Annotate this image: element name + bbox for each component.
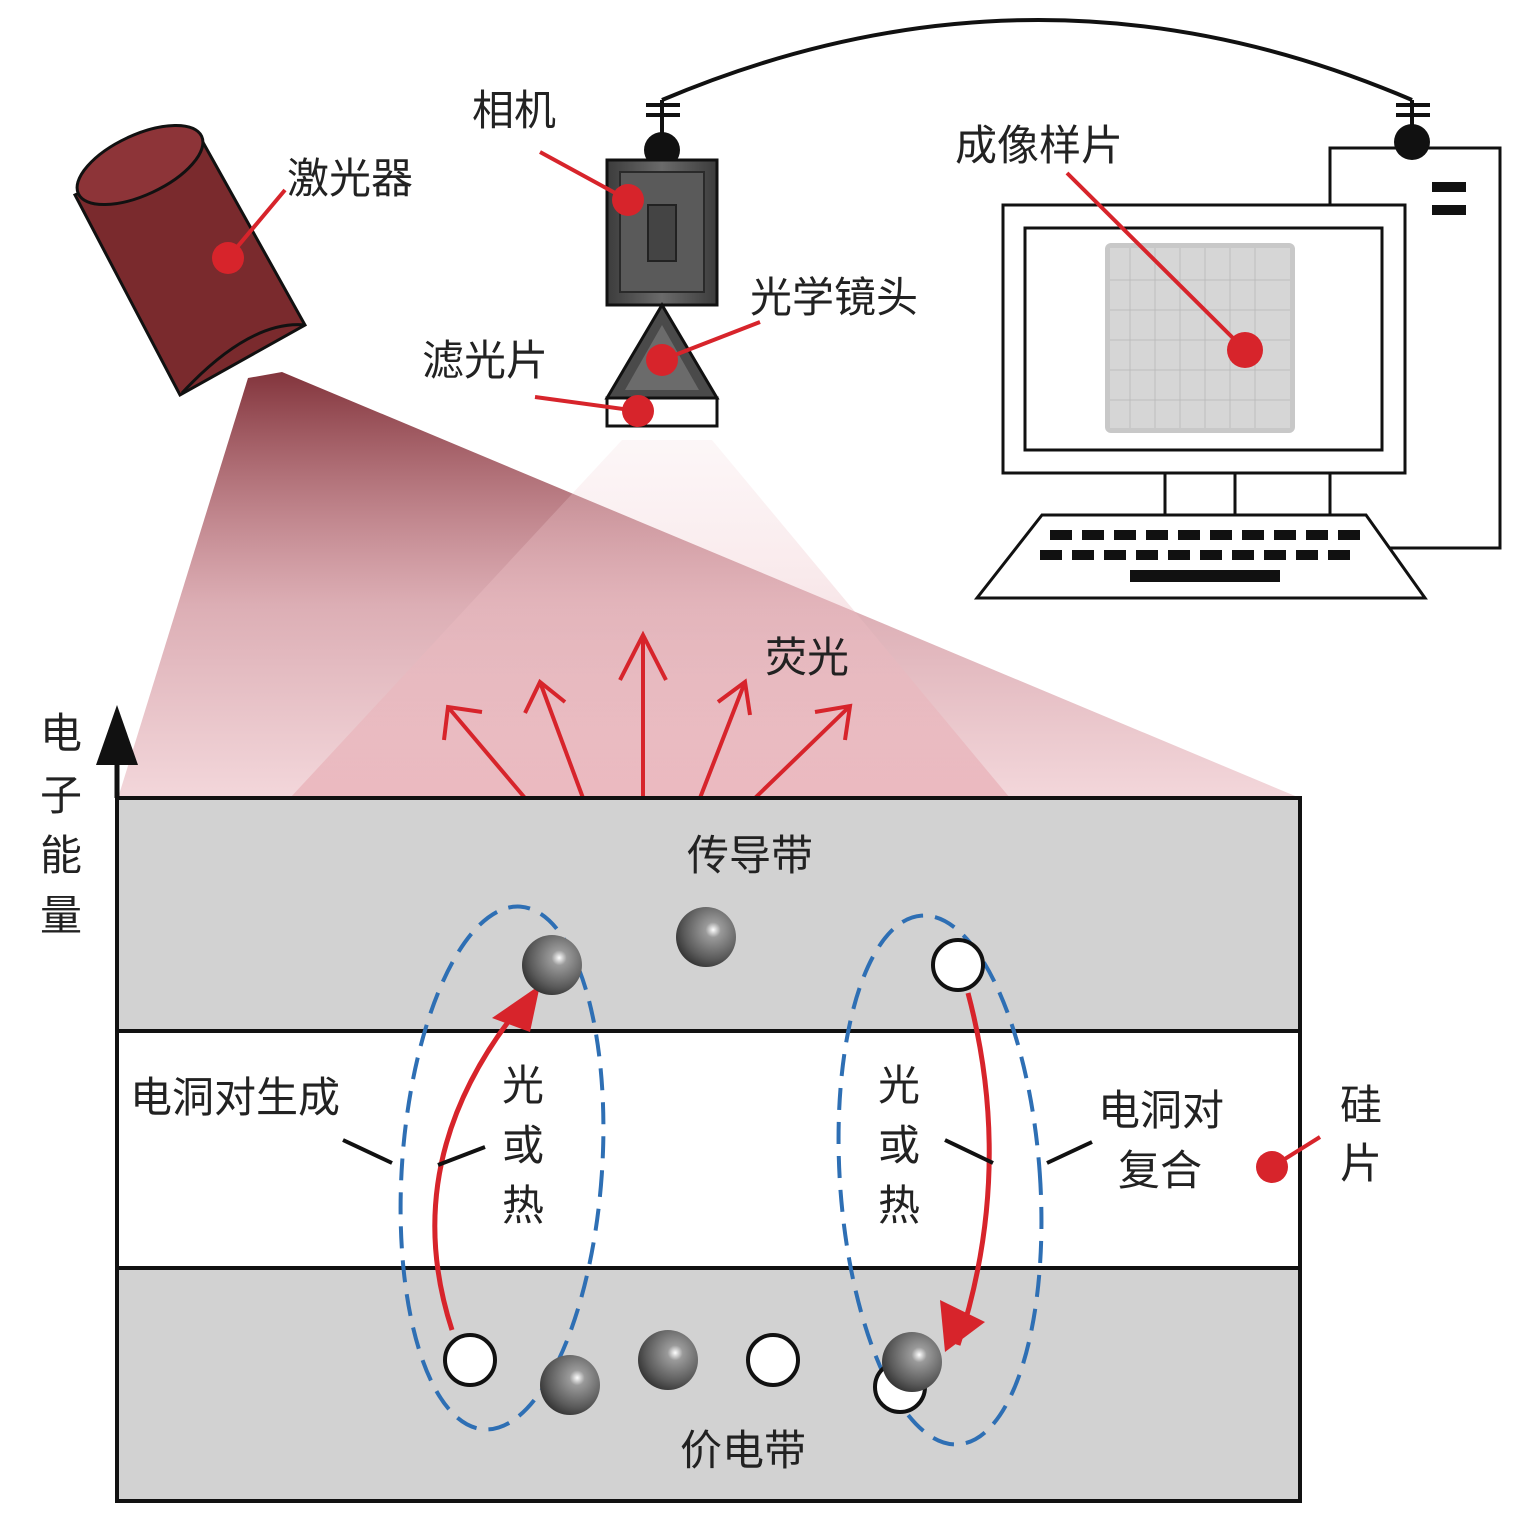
screen-sample-image (1105, 243, 1295, 433)
camera-label: 相机 (472, 86, 556, 135)
light-or-heat-right-3: 热 (878, 1181, 920, 1230)
camera-icon (605, 100, 719, 307)
pair-recombination-label-2: 复合 (1118, 1146, 1202, 1195)
pair-generation-label: 电洞对生成 (130, 1073, 340, 1122)
generation-pair-ellipse (398, 904, 606, 1432)
band-gap (117, 1031, 1300, 1268)
electron-ball-icon (522, 935, 582, 995)
electron-ball-icon (676, 907, 736, 967)
camera-cable (661, 18, 1413, 102)
sample-marker (1227, 332, 1263, 368)
light-or-heat-left-3: 热 (502, 1181, 544, 1230)
light-heat-left-leader-line (437, 1145, 486, 1167)
hole-circle-icon (443, 1333, 497, 1387)
lens-label: 光学镜头 (750, 273, 918, 322)
hole-circle-icon (931, 938, 985, 992)
filter-pointer-line (534, 395, 639, 413)
filter-label: 滤光片 (422, 336, 548, 385)
recombination-arrowhead (940, 1300, 985, 1352)
imaged-sample-label: 成像样片 (955, 121, 1123, 170)
recombination-arrow (955, 992, 992, 1346)
lens-marker (646, 344, 678, 376)
electron-ball-icon (882, 1332, 942, 1392)
energy-axis-label-2: 子 (40, 771, 82, 820)
pair-recombination-label-1: 电洞对 (1098, 1086, 1224, 1135)
electron-ball-icon (638, 1330, 698, 1390)
laser-icon (72, 123, 308, 398)
energy-axis-label-3: 能 (40, 831, 82, 880)
recombination-pair-ellipse (836, 913, 1044, 1447)
valence-band (117, 1268, 1300, 1501)
light-or-heat-right-2: 或 (878, 1121, 920, 1170)
generation-arrow (432, 996, 529, 1331)
valence-band-label: 价电带 (680, 1426, 806, 1475)
camera-pointer-line (539, 150, 629, 202)
sample-pointer-line (1065, 171, 1247, 352)
electron-ball-icon (540, 1355, 600, 1415)
generation-leader-line (342, 1138, 393, 1165)
energy-axis (96, 705, 138, 798)
fluorescence-arrows (442, 630, 853, 800)
light-or-heat-left-1: 光 (502, 1061, 544, 1110)
hole-circle-icon (746, 1333, 800, 1387)
laser-label: 激光器 (287, 154, 413, 203)
silicon-wafer-label-2: 片 (1340, 1139, 1382, 1188)
laser-marker (212, 242, 244, 274)
light-heat-right-leader-line (944, 1138, 994, 1165)
light-or-heat-right-1: 光 (878, 1061, 920, 1110)
wafer-marker (1256, 1151, 1288, 1183)
light-or-heat-left-2: 或 (502, 1121, 544, 1170)
silicon-wafer-label-1: 硅 (1340, 1081, 1382, 1130)
filter-marker (622, 395, 654, 427)
conduction-band-label: 传导带 (687, 831, 813, 880)
recombination-leader-line (1046, 1140, 1093, 1165)
energy-axis-label-4: 量 (40, 891, 82, 940)
fluorescence-label: 荧光 (765, 633, 849, 682)
energy-axis-label-1: 电 (40, 709, 82, 758)
lens-pointer-line (661, 320, 761, 362)
generation-arrowhead (492, 985, 540, 1032)
camera-marker (612, 184, 644, 216)
